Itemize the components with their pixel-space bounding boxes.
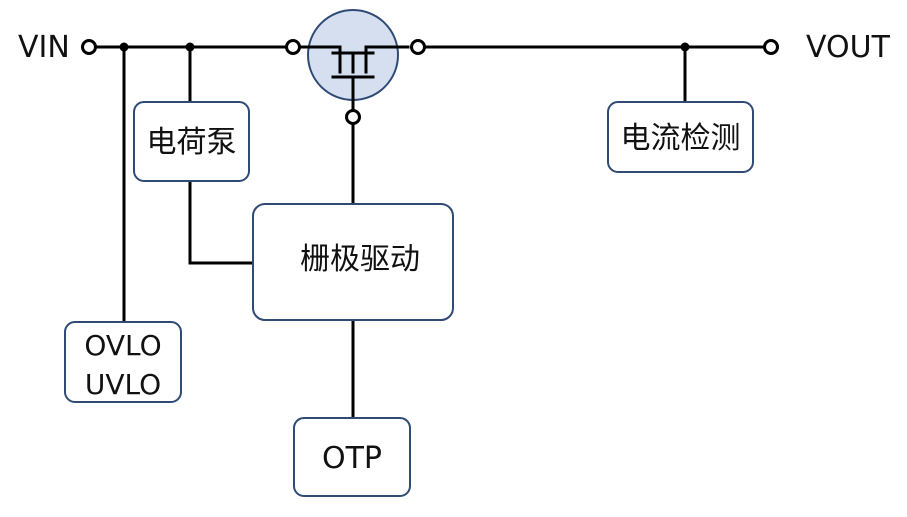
ovlo-uvlo-block: OVLO UVLO xyxy=(64,321,182,403)
junction-dot xyxy=(680,42,690,52)
vout-terminal xyxy=(763,39,779,55)
mosfet-drain-lead xyxy=(364,45,410,74)
otp-label: OTP xyxy=(322,441,382,476)
current-sense-block: 电流检测 xyxy=(607,101,754,173)
mosfet-drain-terminal xyxy=(410,39,426,55)
current-sense-box xyxy=(607,101,754,173)
junction-dot xyxy=(185,42,195,52)
charge-pump-box xyxy=(133,101,250,182)
ovlo-uvlo-box xyxy=(64,321,182,403)
junction-dot xyxy=(119,42,129,52)
wire-charge-pump-to-gate-driver xyxy=(188,179,255,265)
junctions xyxy=(119,42,690,52)
vout-label: VOUT xyxy=(806,30,891,65)
gate-driver-label: 栅极驱动 xyxy=(300,242,420,277)
otp-box xyxy=(293,417,411,497)
mosfet-source-lead xyxy=(298,45,342,74)
mosfet-source-terminal xyxy=(285,39,301,55)
terminals xyxy=(81,39,779,125)
charge-pump-block: 电荷泵 xyxy=(133,101,250,182)
charge-pump-label: 电荷泵 xyxy=(147,125,237,160)
vin-label: VIN xyxy=(18,30,70,65)
current-sense-label: 电流检测 xyxy=(621,121,741,156)
mosfet-icon xyxy=(298,9,410,111)
gate-driver-box xyxy=(252,203,454,321)
mosfet-gate-terminal xyxy=(345,109,361,125)
ovlo-label: OVLO xyxy=(84,329,161,362)
wires xyxy=(94,45,765,420)
otp-block: OTP xyxy=(293,417,411,497)
gate-driver-block: 栅极驱动 xyxy=(252,203,454,321)
vin-terminal xyxy=(81,39,97,55)
uvlo-label: UVLO xyxy=(85,368,161,401)
